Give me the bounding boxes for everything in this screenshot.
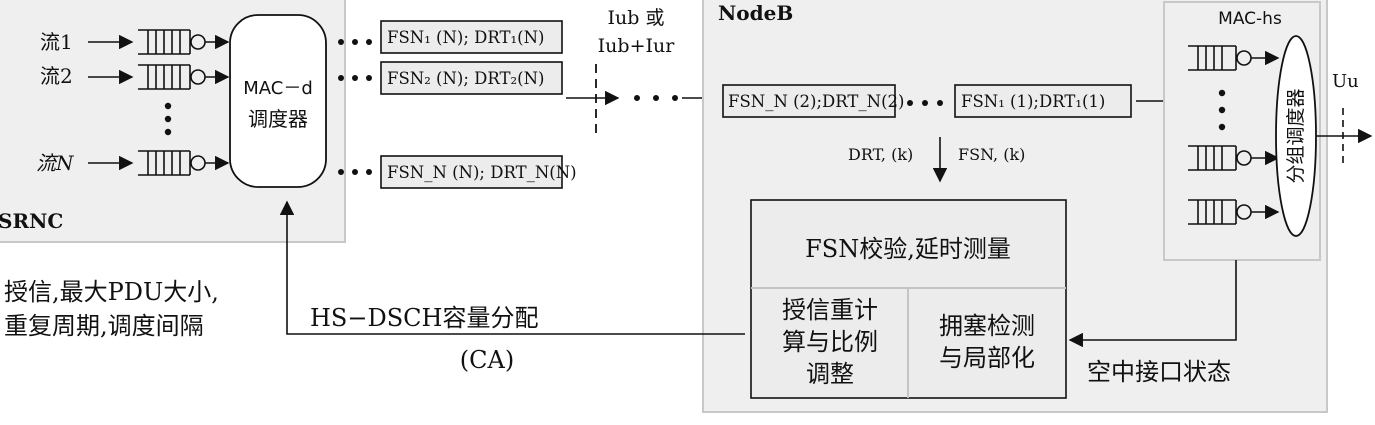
feedback-params-line2: 重复周期,调度间隔 [4, 312, 204, 340]
nodeb-frame-n [722, 84, 896, 118]
mac-hs-queue-ellipsis [1218, 89, 1226, 131]
credit-calc-line3: 调整 [806, 360, 854, 388]
srnc-frame-n-text: FSN_N (N); DRT_N(N) [387, 163, 577, 182]
fsn-label: FSN, (k) [958, 145, 1025, 164]
mac-hs-queue-2-icon [1188, 145, 1280, 171]
nodeb-frame-dots [907, 100, 943, 106]
srnc-frame-n [380, 155, 563, 189]
srnc-frame-2-text: FSN₂ (N); DRT₂(N) [387, 69, 544, 88]
iub-label-line2: Iub+Iur [598, 35, 676, 57]
nodeb-label: NodeB [718, 1, 793, 25]
queue-ellipsis-dot [164, 128, 172, 136]
air-state-arrow [1068, 260, 1237, 348]
mac-d-label: MAC－d [243, 78, 313, 99]
nodeb-frame-1-text: FSN₁ (1);DRT₁(1) [961, 92, 1105, 111]
srnc-frame-1-text: FSN₁ (N); DRT₁(N) [387, 28, 544, 47]
capacity-allocation-arrow [279, 200, 745, 335]
fsn-check-label: FSN校验,延时测量 [805, 235, 1011, 263]
flow-1-label: 流1 [40, 30, 73, 54]
scheduler-label: 调度器 [248, 107, 308, 131]
queue-1-icon [138, 29, 230, 55]
queue-ellipsis-dot [164, 102, 172, 110]
credit-calc-line2: 算与比例 [782, 328, 878, 356]
flow-2-label: 流2 [40, 64, 73, 88]
credit-calc-line1: 授信重计 [782, 296, 878, 324]
mac-hs-queue-1-icon [1188, 45, 1280, 71]
ca-label: (CA) [460, 346, 514, 374]
queue-ellipsis-dot [164, 115, 172, 123]
hsdsch-label: HS−DSCH容量分配 [310, 304, 538, 332]
srnc-label: SRNC [0, 209, 63, 233]
flow-n-label: 流N [36, 151, 75, 175]
queue-n-icon [138, 150, 230, 176]
congestion-line2: 与局部化 [939, 344, 1035, 372]
iub-label-line1: Iub 或 [608, 7, 665, 29]
mac-d-scheduler-box [229, 14, 327, 188]
srnc-frame-1 [380, 20, 563, 54]
mac-hs-label: MAC-hs [1218, 9, 1282, 29]
uu-label: Uu [1332, 71, 1359, 92]
drt-label: DRT, (k) [848, 145, 913, 164]
iub-dots [634, 95, 678, 101]
queue-2-icon [138, 64, 230, 90]
air-state-label: 空中接口状态 [1087, 358, 1231, 386]
feedback-params-line1: 授信,最大PDU大小, [4, 278, 219, 306]
nodeb-frame-n-text: FSN_N (2);DRT_N(2) [728, 92, 904, 111]
mac-d-output-dots [338, 39, 372, 175]
congestion-line1: 拥塞检测 [939, 312, 1035, 340]
mac-hs-queue-3-icon [1188, 199, 1280, 225]
packet-scheduler-label: 分组调度器 [1285, 88, 1307, 183]
nodeb-frame-1 [954, 84, 1132, 118]
srnc-frame-2 [380, 61, 563, 95]
